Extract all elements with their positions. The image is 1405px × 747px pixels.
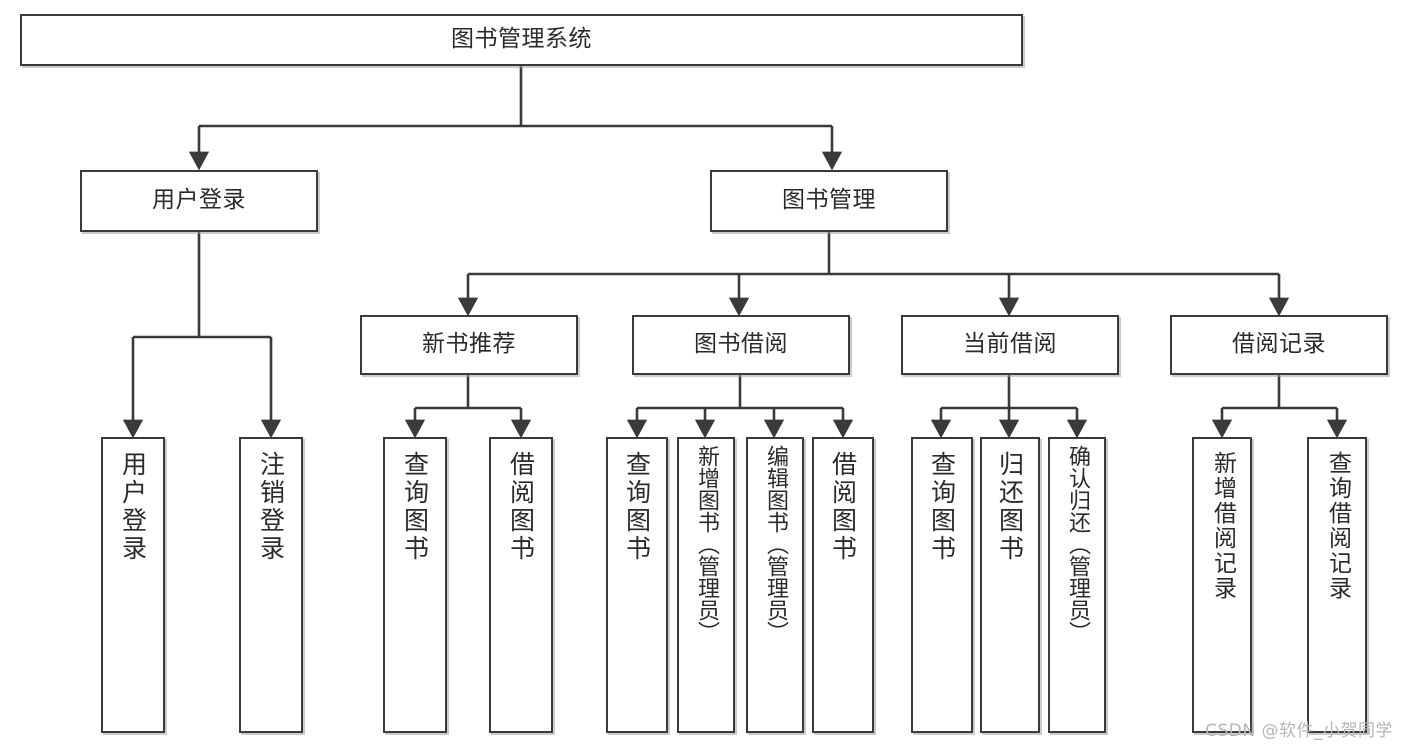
node-label: 借阅图书 [828, 451, 858, 563]
node-label: 用户登录 [152, 187, 246, 214]
node-label: 注销登录 [256, 451, 286, 563]
node-label: 用户登录 [118, 451, 148, 563]
node-book-borrow[interactable]: 图书借阅 [632, 315, 850, 375]
node-label: 新增借阅记录 [1209, 451, 1236, 601]
node-label: 新增图书（管理员） [694, 445, 719, 643]
node-label: 编辑图书（管理员） [763, 445, 788, 643]
node-label: 借阅图书 [506, 451, 536, 563]
watermark-text: CSDN @软件_小贺同学 [1205, 721, 1393, 741]
leaf-current-borrow-confirm-return[interactable]: 确认归还（管理员） [1048, 437, 1106, 733]
node-book-management[interactable]: 图书管理 [710, 170, 948, 232]
leaf-current-borrow-return[interactable]: 归还图书 [980, 437, 1040, 733]
node-label: 查询借阅记录 [1324, 451, 1351, 601]
leaf-book-borrow-add[interactable]: 新增图书（管理员） [677, 437, 735, 733]
node-label: 查询图书 [400, 451, 430, 563]
leaf-user-login-login[interactable]: 用户登录 [101, 437, 165, 733]
node-user-login[interactable]: 用户登录 [80, 170, 318, 232]
leaf-borrow-record-add[interactable]: 新增借阅记录 [1192, 437, 1252, 733]
node-label: 当前借阅 [963, 331, 1057, 358]
node-label: 图书借阅 [694, 331, 788, 358]
node-borrow-record[interactable]: 借阅记录 [1170, 315, 1388, 375]
node-current-borrow[interactable]: 当前借阅 [901, 315, 1119, 375]
leaf-borrow-record-query[interactable]: 查询借阅记录 [1307, 437, 1367, 733]
node-label: 查询图书 [622, 451, 652, 563]
node-root-system[interactable]: 图书管理系统 [20, 14, 1023, 66]
node-new-book-recommend[interactable]: 新书推荐 [360, 315, 578, 375]
leaf-user-login-logout[interactable]: 注销登录 [239, 437, 303, 733]
leaf-current-borrow-query[interactable]: 查询图书 [911, 437, 973, 733]
leaf-new-book-borrow[interactable]: 借阅图书 [489, 437, 553, 733]
leaf-new-book-query[interactable]: 查询图书 [383, 437, 447, 733]
node-label: 新书推荐 [422, 331, 516, 358]
leaf-book-borrow-borrow[interactable]: 借阅图书 [812, 437, 874, 733]
node-label: 查询图书 [927, 451, 957, 563]
node-label: 图书管理系统 [451, 26, 592, 53]
leaf-book-borrow-edit[interactable]: 编辑图书（管理员） [746, 437, 804, 733]
node-label: 归还图书 [995, 451, 1025, 563]
node-label: 确认归还（管理员） [1065, 445, 1090, 643]
node-label: 借阅记录 [1232, 331, 1326, 358]
leaf-book-borrow-query[interactable]: 查询图书 [606, 437, 668, 733]
node-label: 图书管理 [782, 187, 876, 214]
